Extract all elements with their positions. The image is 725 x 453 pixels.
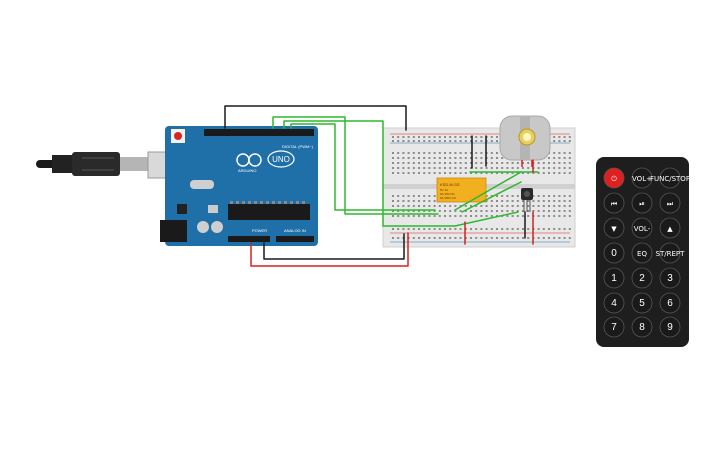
remote-button-label: 9 xyxy=(667,322,673,333)
power-header xyxy=(228,236,270,242)
remote-button-seven[interactable]: 7 xyxy=(603,316,625,338)
remote-button-label: EQ xyxy=(637,250,647,258)
remote-button-prev[interactable]: ⏮ xyxy=(603,192,625,214)
remote-button-three[interactable]: 3 xyxy=(659,267,681,289)
digital-header xyxy=(204,129,314,136)
remote-button-nine[interactable]: 9 xyxy=(659,316,681,338)
svg-text:KSD-M-SS: KSD-M-SS xyxy=(440,182,460,187)
wire-black-bottom xyxy=(263,233,405,260)
capacitor-2 xyxy=(211,221,223,233)
dc-power-jack xyxy=(160,220,187,242)
remote-button-eq[interactable]: EQ xyxy=(631,242,653,264)
remote-button-label: 2 xyxy=(639,273,645,284)
remote-button-label: 1 xyxy=(611,273,617,284)
remote-button-eight[interactable]: 8 xyxy=(631,316,653,338)
digital-label: DIGITAL (PWM~) xyxy=(282,144,314,149)
remote-button-zero[interactable]: 0 xyxy=(603,242,625,264)
remote-button-label: 3 xyxy=(667,273,673,284)
remote-button-vol-down[interactable]: VOL- xyxy=(631,217,653,239)
remote-button-up[interactable]: ▲ xyxy=(659,217,681,239)
remote-button-label: ST/REPT xyxy=(656,250,686,258)
remote-button-label: ▲ xyxy=(667,225,673,233)
relay: KSD-M-SS 5V 1A 6A 30V DC 5A 250V AC xyxy=(436,177,487,203)
power-label: POWER xyxy=(252,228,267,233)
regulator xyxy=(177,204,187,214)
wire-green-1 xyxy=(272,116,439,215)
remote-button-label: VOL+ xyxy=(632,175,652,183)
remote-button-six[interactable]: 6 xyxy=(659,292,681,314)
remote-button-label: VOL- xyxy=(634,225,651,233)
uno-badge: UNO xyxy=(267,150,295,168)
remote-button-down[interactable]: ▼ xyxy=(603,217,625,239)
remote-button-play-pause[interactable]: ⏯ xyxy=(631,192,653,214)
wire-green-3 xyxy=(290,123,436,211)
remote-button-label: 4 xyxy=(611,298,617,309)
remote-button-label: ⏯ xyxy=(639,200,645,208)
remote-button-next[interactable]: ⏭ xyxy=(659,192,681,214)
remote-button-st-rept[interactable]: ST/REPT xyxy=(656,242,686,264)
remote-button-label: ⏭ xyxy=(667,200,674,208)
remote-button-one[interactable]: 1 xyxy=(603,267,625,289)
remote-button-vol-up[interactable]: VOL+ xyxy=(631,167,653,189)
ir-receiver xyxy=(521,188,533,212)
capacitor-1 xyxy=(197,221,209,233)
arduino-uno-board: DIGITAL (PWM~) ARDUINO UNO POWER ANALOG … xyxy=(160,126,318,246)
remote-button-label: 8 xyxy=(639,322,645,333)
remote-button-func-stop[interactable]: FUNC/STOP xyxy=(650,167,690,189)
svg-text:UNO: UNO xyxy=(272,155,290,164)
microcontroller-chip xyxy=(228,204,310,220)
remote-button-label: 6 xyxy=(667,298,673,309)
remote-button-label: ⏻ xyxy=(611,175,617,183)
remote-button-four[interactable]: 4 xyxy=(603,292,625,314)
wire-green-5 xyxy=(461,181,522,213)
svg-text:6A 30V DC: 6A 30V DC xyxy=(440,192,456,196)
analog-label: ANALOG IN xyxy=(284,228,306,233)
wires xyxy=(224,105,539,267)
wire-red-bottom xyxy=(250,232,409,267)
remote-button-two[interactable]: 2 xyxy=(631,267,653,289)
dc-motor xyxy=(499,115,551,167)
remote-button-label: ⏮ xyxy=(611,200,617,208)
svg-text:5V 1A: 5V 1A xyxy=(440,188,448,192)
small-chip xyxy=(208,205,218,213)
remote-button-label: FUNC/STOP xyxy=(650,175,690,183)
ir-remote: ⏻ VOL+FUNC/STOP ⏮ ⏯ ⏭ ▼ VOL- ▲ 0 EQ ST/REPT 1 2 3 4 5 6 7… xyxy=(596,157,690,347)
arduino-brand: ARDUINO xyxy=(238,168,256,173)
crystal xyxy=(190,180,214,189)
analog-header xyxy=(276,236,314,242)
wire-black-top xyxy=(224,105,407,131)
remote-button-label: 0 xyxy=(611,248,617,259)
wire-green-4 xyxy=(454,171,522,211)
remote-button-label: 7 xyxy=(611,322,617,333)
svg-text:5A 250V AC: 5A 250V AC xyxy=(440,196,457,200)
remote-button-label: 5 xyxy=(639,298,645,309)
arduino-logo xyxy=(236,153,262,167)
remote-button-five[interactable]: 5 xyxy=(631,292,653,314)
remote-button-power[interactable]: ⏻ xyxy=(603,167,625,189)
remote-button-label: ▼ xyxy=(611,225,617,233)
